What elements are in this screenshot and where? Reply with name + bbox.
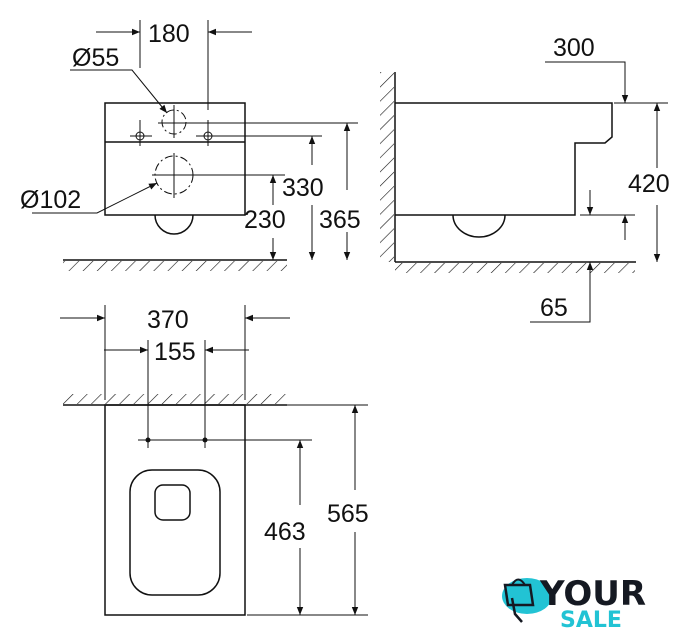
dim-155: 155 [154, 338, 196, 366]
side-view: 300 420 65 [380, 34, 670, 323]
dim-300: 300 [553, 34, 595, 62]
dim-d55: Ø55 [72, 44, 119, 72]
dim-463: 463 [264, 518, 306, 546]
dim-330: 330 [282, 174, 324, 202]
dim-420: 420 [628, 170, 670, 198]
shopping-bag-icon [503, 583, 535, 607]
dim-d102: Ø102 [20, 186, 81, 214]
front-view: 180 Ø55 Ø102 330 230 365 [20, 20, 361, 271]
dim-365: 365 [319, 206, 361, 234]
dim-180: 180 [148, 20, 190, 48]
dim-65: 65 [540, 294, 568, 322]
cistern-outline [104, 102, 246, 216]
hand-icon [510, 597, 523, 623]
top-view: 370 155 463 565 [60, 305, 369, 616]
logo-sale: SALE [560, 608, 622, 633]
dim-370: 370 [147, 306, 189, 334]
dim-565: 565 [327, 500, 369, 528]
logo-your: YOUR [539, 574, 646, 614]
dim-230: 230 [244, 206, 286, 234]
yoursale-logo: YOUR SALE [502, 574, 646, 633]
